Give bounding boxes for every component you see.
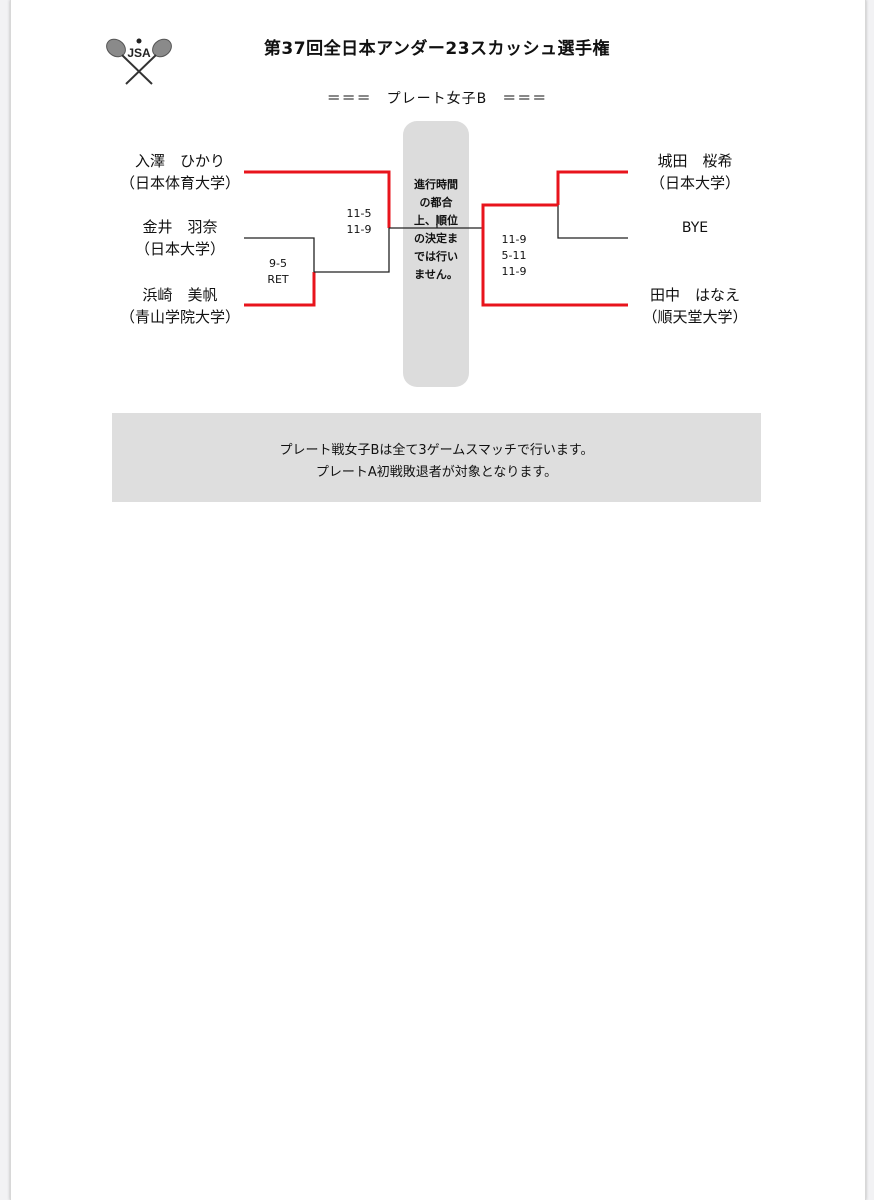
info-line-2: プレートA初戦敗退者が対象となります。 xyxy=(315,465,558,480)
player-affiliation: （順天堂大学） xyxy=(642,308,748,326)
score-game: RET xyxy=(267,273,289,286)
player-name: 浜崎 美帆 xyxy=(142,286,218,304)
player-affiliation: （日本大学） xyxy=(649,174,740,192)
score-left-semi: 11-5 11-9 xyxy=(339,206,379,238)
player-left-3: 浜崎 美帆 （青山学院大学） xyxy=(100,284,260,328)
line-tanaka xyxy=(481,228,628,307)
player-name: 田中 はなえ xyxy=(649,286,740,304)
line-hamasaki-semi xyxy=(314,228,390,273)
logo-text: JSA xyxy=(127,46,151,60)
player-right-1: 城田 桜希 （日本大学） xyxy=(615,150,775,194)
jsa-logo: JSA xyxy=(100,30,180,90)
draw-subtitle: ＝＝＝ プレート女子B ＝＝＝ xyxy=(326,91,548,107)
score-game: 9-5 xyxy=(269,257,287,270)
player-right-bye: BYE xyxy=(615,217,775,239)
page-title: 第37回全日本アンダー23スカッシュ選手権 xyxy=(263,39,611,59)
player-name: 金井 羽奈 xyxy=(142,218,218,236)
line-shirota-r1 xyxy=(556,170,628,205)
notice-box xyxy=(403,121,469,387)
line-irisawa xyxy=(244,170,391,228)
score-game: 11-5 xyxy=(346,207,372,220)
player-left-2: 金井 羽奈 （日本大学） xyxy=(100,216,260,260)
score-game: 11-9 xyxy=(501,233,527,246)
player-name: BYE xyxy=(681,220,709,236)
line-bye xyxy=(557,205,628,239)
score-game: 11-9 xyxy=(501,265,527,278)
score-game: 5-11 xyxy=(501,249,527,262)
player-affiliation: （日本体育大学） xyxy=(119,174,240,192)
racket-right-icon xyxy=(125,38,172,85)
line-hamasaki-r1 xyxy=(244,272,316,307)
info-line-1: プレート戦女子Bは全て3ゲームスマッチで行います。 xyxy=(279,443,594,458)
player-affiliation: （青山学院大学） xyxy=(119,308,240,326)
info-box xyxy=(112,413,761,502)
line-shirota-semi xyxy=(481,203,558,228)
notice-text: 進行時間の都合上、順位の決定までは行いません。 xyxy=(414,178,458,281)
score-left-r1: 9-5 RET xyxy=(258,256,298,288)
line-kanai xyxy=(244,237,315,272)
score-game: 11-9 xyxy=(346,223,372,236)
player-right-3: 田中 はなえ （順天堂大学） xyxy=(615,284,775,328)
player-left-1: 入澤 ひかり （日本体育大学） xyxy=(100,150,260,194)
score-right-semi: 11-9 5-11 11-9 xyxy=(494,232,534,280)
player-name: 城田 桜希 xyxy=(657,152,733,170)
racket-left-icon xyxy=(106,38,153,85)
player-name: 入澤 ひかり xyxy=(134,152,225,170)
bracket-lines xyxy=(244,170,628,307)
player-affiliation: （日本大学） xyxy=(134,240,225,258)
